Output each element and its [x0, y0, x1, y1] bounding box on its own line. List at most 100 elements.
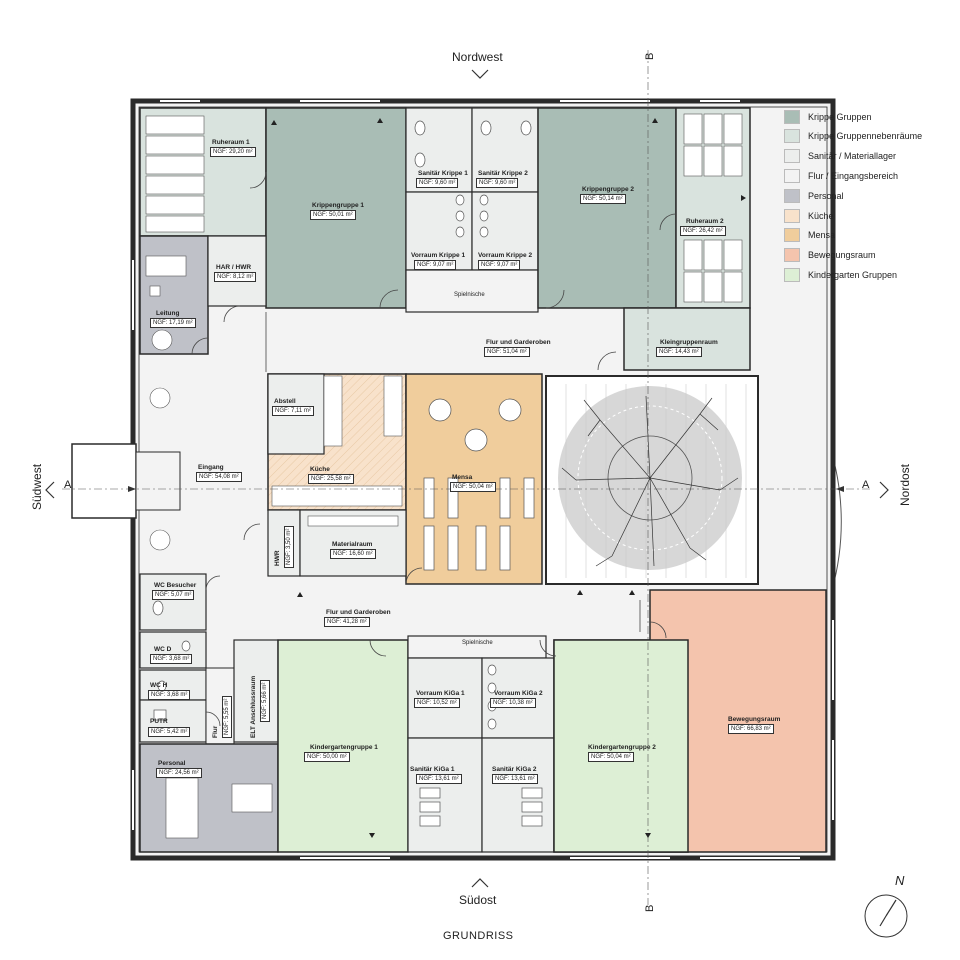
room-label-krippengruppe2: Krippengruppe 2: [582, 186, 635, 193]
room-label-spielnische-top: Spielnische: [454, 292, 485, 298]
room-area-flur-small: NGF: 5,55 m²: [222, 695, 232, 738]
room-wc-besucher: [139, 573, 207, 631]
room-area-kindergartengruppe2: NGF: 50,04 m²: [588, 752, 634, 762]
legend-item-sanitaer: Sanitär / Materiallager: [784, 149, 896, 163]
wc-fixtures: [152, 600, 191, 721]
room-area-vorraum-krippe1: NGF: 9,07 m²: [414, 260, 457, 270]
compass-icon: [864, 894, 908, 938]
windows: [132, 100, 834, 859]
room-label-har-hwr: HAR / HWR: [216, 264, 252, 271]
room-area-personal: NGF: 24,56 m²: [156, 768, 202, 778]
drawing-title: GRUNDRISS: [443, 930, 514, 942]
legend-item-bewegungsraum: Bewegungsraum: [784, 248, 876, 262]
room-label-mensa: Mensa: [452, 474, 473, 481]
toilets-kiga: [419, 664, 543, 827]
room-kindergartengruppe1: [277, 639, 409, 853]
room-label-bewegungsraum: Bewegungsraum: [728, 716, 781, 723]
room-label-sanitaer-krippe2: Sanitär Krippe 2: [478, 170, 528, 177]
room-label-vorraum-kiga1: Vorraum KiGa 1: [416, 690, 465, 697]
room-elt: [233, 639, 279, 743]
room-markers: [271, 118, 746, 838]
toilets-krippe: [414, 120, 532, 238]
room-area-wc-d: NGF: 3,68 m²: [150, 654, 193, 664]
section-a-right: A: [862, 479, 870, 491]
entrance-column: [149, 387, 171, 409]
room-area-sanitaer-kiga1: NGF: 13,61 m²: [416, 774, 462, 784]
room-har-hwr: [207, 235, 267, 307]
room-label-vorraum-kiga2: Vorraum KiGa 2: [494, 690, 543, 697]
personal-furniture: [165, 777, 273, 839]
room-label-krippengruppe1: Krippengruppe 1: [312, 202, 365, 209]
legend-item-krippe-nebenraeume: Krippe Gruppennebenräume: [784, 129, 922, 143]
direction-east: Nordost: [898, 463, 912, 506]
legend-label: Kindergarten Gruppen: [808, 270, 898, 280]
room-label-ruheraum1: Ruheraum 1: [212, 139, 250, 146]
direction-south: Südost: [459, 893, 497, 907]
legend-label: Flur / Eingangsbereich: [808, 171, 899, 181]
room-area-ruheraum2: NGF: 26,42 m²: [680, 226, 726, 236]
room-area-bewegungsraum: NGF: 66,83 m²: [728, 724, 774, 734]
mensa-tables: [423, 398, 535, 571]
legend-item-kueche: Küche: [784, 209, 834, 223]
legend-swatch: [784, 248, 800, 262]
room-area-flur-garderoben2: NGF: 41,28 m²: [324, 617, 370, 627]
legend-swatch: [784, 149, 800, 163]
legend-label: Krippe Gruppen: [808, 112, 872, 122]
legend-swatch: [784, 169, 800, 183]
room-area-sanitaer-kiga2: NGF: 13,61 m²: [492, 774, 538, 784]
room-kindergartengruppe2-overlay: [553, 639, 689, 853]
room-area-ruheraum1: NGF: 29,20 m²: [210, 147, 256, 157]
room-area-putzr: NGF: 5,42 m²: [148, 727, 191, 737]
room-label-wc-d: WC D: [154, 646, 172, 653]
legend-label: Küche: [808, 211, 834, 221]
room-area-wc-h: NGF: 3,68 m²: [148, 690, 191, 700]
room-area-materialraum: NGF: 16,60 m²: [330, 549, 376, 559]
room-area-hwr: NGF: 3,50 m²: [284, 525, 294, 568]
kitchen-counters: [271, 375, 403, 507]
room-area-kueche: NGF: 25,58 m²: [308, 474, 354, 484]
room-label-spielnische-bottom: Spielnische: [462, 640, 493, 646]
room-label-ruheraum2: Ruheraum 2: [686, 218, 724, 225]
legend-label: Bewegungsraum: [808, 250, 876, 260]
materialraum-shelf: [307, 515, 399, 527]
north-chevron-icon: [471, 69, 489, 79]
section-a-arrow-left: [128, 486, 136, 492]
section-b-top: B: [644, 52, 656, 60]
legend-label: Mensa: [808, 230, 836, 240]
room-label-materialraum: Materialraum: [332, 541, 373, 548]
leitung-furniture: [145, 255, 187, 351]
room-area-vorraum-kiga1: NGF: 10,52 m²: [414, 698, 460, 708]
room-area-eingang: NGF: 54,08 m²: [196, 472, 242, 482]
room-area-vorraum-kiga2: NGF: 10,38 m²: [490, 698, 536, 708]
room-label-sanitaer-krippe1: Sanitär Krippe 1: [418, 170, 468, 177]
legend-swatch: [784, 129, 800, 143]
room-label-putzr: PUTR: [150, 718, 168, 725]
room-label-kindergartengruppe2: Kindergartengruppe 2: [588, 744, 656, 751]
room-area-elt: NGF: 5,66 m²: [260, 679, 270, 722]
doors: [191, 171, 677, 727]
legend-swatch: [784, 268, 800, 282]
room-label-sanitaer-kiga1: Sanitär KiGa 1: [410, 766, 455, 773]
room-area-sanitaer-krippe2: NGF: 9,60 m²: [476, 178, 519, 188]
section-a-arrow-right: [836, 486, 844, 492]
entrance-door: [135, 451, 181, 511]
room-label-flur-small: Flur: [212, 725, 219, 738]
corridor-lines: [265, 312, 641, 632]
room-label-leitung: Leitung: [156, 310, 180, 317]
room-area-vorraum-krippe2: NGF: 9,07 m²: [478, 260, 521, 270]
west-chevron-icon: [45, 481, 55, 499]
room-label-kleingruppenraum: Kleingruppenraum: [660, 339, 718, 346]
room-area-leitung: NGF: 17,19 m²: [150, 318, 196, 328]
entrance-column-2: [149, 529, 171, 551]
room-label-kueche: Küche: [310, 466, 330, 473]
room-sanitaer-kiga2: [481, 737, 555, 853]
direction-north: Nordwest: [452, 50, 503, 64]
entrance-canopy: [71, 443, 137, 519]
compass-label: N: [895, 873, 905, 888]
legend-label: Sanitär / Materiallager: [808, 151, 897, 161]
direction-west: Südwest: [30, 463, 44, 510]
room-area-kindergartengruppe1: NGF: 50,00 m²: [304, 752, 350, 762]
legend-item-mensa: Mensa: [784, 228, 835, 242]
room-label-personal: Personal: [158, 760, 186, 767]
